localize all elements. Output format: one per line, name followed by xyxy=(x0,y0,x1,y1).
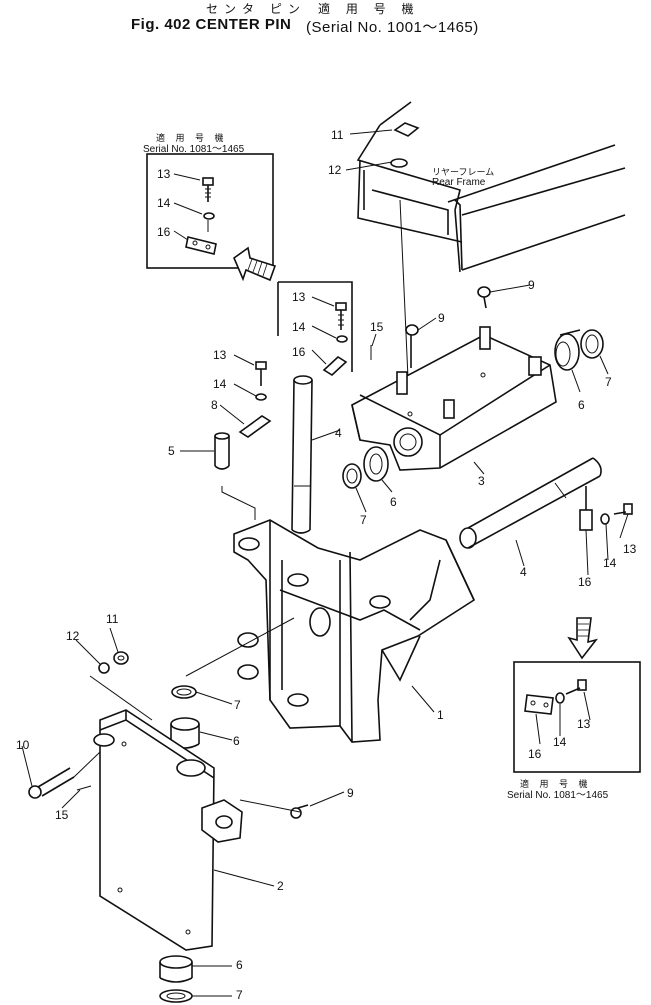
title-japanese: センタ ピン xyxy=(206,2,306,16)
callout-9-lower: 9 xyxy=(347,786,354,800)
washer-12-left xyxy=(98,662,110,674)
callout-14-left: 14 xyxy=(213,377,227,391)
inset-top-box xyxy=(146,153,274,269)
callout-6-upper-right: 6 xyxy=(578,398,585,412)
inset-top-bolt xyxy=(202,177,214,202)
nut-11-top xyxy=(393,122,420,137)
callout-15-left: 15 xyxy=(55,808,69,822)
inset-top-washer xyxy=(203,212,215,220)
inset-bottom-box xyxy=(513,661,641,773)
callout-11-left: 11 xyxy=(106,612,119,626)
seal-7-mid xyxy=(342,463,362,489)
inset-bottom-washer xyxy=(555,692,565,704)
cap-2 xyxy=(93,709,243,951)
callout-16-right: 16 xyxy=(578,575,592,589)
inset-mid-plate xyxy=(322,355,348,377)
callout-7-mid: 7 xyxy=(360,513,367,527)
callout-1: 1 xyxy=(437,708,444,722)
seal-7-lower xyxy=(171,685,197,699)
seal-7-bottom xyxy=(159,989,193,1003)
figure-serial-range: (Serial No. 1001～1465) xyxy=(306,19,479,36)
callout-9-upper: 9 xyxy=(528,278,535,292)
bracket-3 xyxy=(351,326,557,471)
callout-7-upper-right: 7 xyxy=(605,375,612,389)
callout-16-inset-top: 16 xyxy=(157,225,171,239)
inset-bottom-arrow xyxy=(567,617,599,660)
pin-15-left xyxy=(76,785,92,791)
main-frame-1 xyxy=(233,519,476,743)
leader-nut xyxy=(89,675,153,721)
callout-13-inset-top: 13 xyxy=(157,167,171,181)
seal-7-upper-right xyxy=(580,329,604,359)
lock-plate-16-right xyxy=(579,486,593,531)
inset-mid-washer xyxy=(336,335,348,343)
inset-top-serial-ja: 適 用 号 機 xyxy=(156,133,228,143)
bushing-6-lower xyxy=(170,717,200,749)
leader-lines xyxy=(21,129,629,997)
callout-7-lower: 7 xyxy=(234,698,241,712)
inset-top-serial: Serial No. 1081～1465 xyxy=(143,144,245,155)
figure-title: Fig. 402 CENTER PIN xyxy=(131,16,292,33)
inset-top-arrow xyxy=(233,246,277,282)
bolt-13-right xyxy=(613,503,633,515)
callout-14-right: 14 xyxy=(603,556,617,570)
callout-6-lower: 6 xyxy=(233,734,240,748)
callout-14-inset-bottom: 14 xyxy=(553,735,567,749)
grease-fitting-9-lower xyxy=(239,799,309,819)
callout-11-top: 11 xyxy=(331,128,344,142)
callout-13-inset-bottom: 13 xyxy=(577,717,591,731)
inset-bottom-serial: Serial No. 1081～1465 xyxy=(507,790,609,801)
callout-9-mid: 9 xyxy=(438,311,445,325)
bushing-6-upper-right xyxy=(554,329,581,371)
callout-14-inset-top: 14 xyxy=(157,196,171,210)
lock-plate-8 xyxy=(238,415,272,438)
grease-fitting-9-b xyxy=(405,324,419,368)
bolt-13-left xyxy=(255,361,267,386)
grease-fitting-9-a xyxy=(477,286,491,309)
bushing-6-bottom xyxy=(159,955,193,983)
inset-mid-bolt xyxy=(335,302,347,330)
inset-bottom-bolt xyxy=(565,679,587,695)
rear-frame xyxy=(356,101,626,273)
callout-12-top: 12 xyxy=(328,163,342,177)
bolt-10 xyxy=(28,751,101,799)
rear-frame-label-ja: リヤーフレーム xyxy=(432,167,495,177)
callout-7-bottom: 7 xyxy=(236,988,243,1002)
serial-japanese: 適 用 号 機 xyxy=(318,2,420,16)
bushing-6-mid xyxy=(363,446,389,482)
callout-6-bottom: 6 xyxy=(236,958,243,972)
inset-top-plate xyxy=(185,236,217,255)
washer-12-top xyxy=(390,158,408,168)
callout-2: 2 xyxy=(277,879,284,893)
washer-14-left xyxy=(255,393,267,401)
callout-12-left: 12 xyxy=(66,629,80,643)
pin-5 xyxy=(214,432,230,470)
rear-frame-label: Rear Frame xyxy=(432,177,486,188)
callout-8: 8 xyxy=(211,398,218,412)
callout-4-vertical: 4 xyxy=(335,426,342,440)
callout-4-horizontal: 4 xyxy=(520,565,527,579)
callout-3: 3 xyxy=(478,474,485,488)
callout-16-inset-bottom: 16 xyxy=(528,747,542,761)
inset-mid-border xyxy=(278,281,353,372)
callout-13-inset-mid: 13 xyxy=(292,290,306,304)
washer-14-right xyxy=(600,513,610,525)
inset-bottom-serial-ja: 適 用 号 機 xyxy=(520,779,592,789)
nut-11-left xyxy=(113,651,129,665)
pin-4-vertical xyxy=(291,375,313,534)
callout-14-inset-mid: 14 xyxy=(292,320,306,334)
callout-5: 5 xyxy=(168,444,175,458)
inset-bottom-plate xyxy=(524,694,554,715)
callout-16-inset-mid: 16 xyxy=(292,345,306,359)
callout-10: 10 xyxy=(16,738,30,752)
leader-seal-7 xyxy=(185,617,295,677)
callout-6-mid: 6 xyxy=(390,495,397,509)
pin-4-horizontal xyxy=(459,457,602,549)
callout-13-right: 13 xyxy=(623,542,637,556)
callout-13-left: 13 xyxy=(213,348,227,362)
callout-15-top: 15 xyxy=(370,320,384,334)
